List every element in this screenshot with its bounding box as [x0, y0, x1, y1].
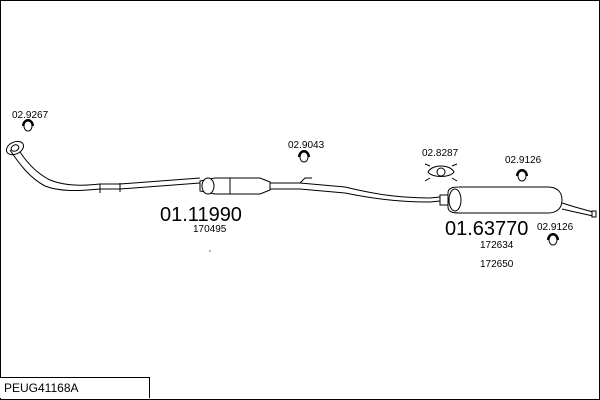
label-front-muffler-sub-1: 170495 — [193, 224, 227, 235]
clamp-icon[interactable] — [22, 119, 34, 132]
clamp-icon[interactable] — [298, 150, 310, 163]
label-rear-mount-lower: 02.9126 — [537, 222, 574, 233]
clamp-icon[interactable] — [516, 169, 528, 182]
rubber-mount-icon[interactable] — [424, 163, 458, 182]
label-rear-muffler-sub-1: 172634 — [480, 240, 514, 251]
label-rear-mount-upper: 02.9126 — [505, 155, 542, 166]
label-rear-muffler-code: 01.63770 — [445, 218, 528, 240]
rear-muffler[interactable] — [439, 186, 597, 218]
label-rear-muffler-sub-2: 172650 — [480, 259, 514, 270]
label-front-pipe-clamp: 02.9267 — [12, 110, 49, 121]
clamp-icon[interactable] — [547, 233, 559, 246]
label-mid-clamp: 02.9043 — [288, 140, 325, 151]
label-front-muffler-code: 01.11990 — [160, 204, 242, 226]
dot-marker — [209, 250, 211, 252]
part-number-box: PEUG41168A — [0, 377, 150, 398]
part-number: PEUG41168A — [4, 381, 79, 395]
front-pipe[interactable] — [4, 139, 201, 193]
label-rubber-mount: 02.8287 — [422, 148, 459, 159]
front-muffler[interactable] — [199, 177, 271, 195]
middle-pipe[interactable] — [270, 177, 441, 203]
